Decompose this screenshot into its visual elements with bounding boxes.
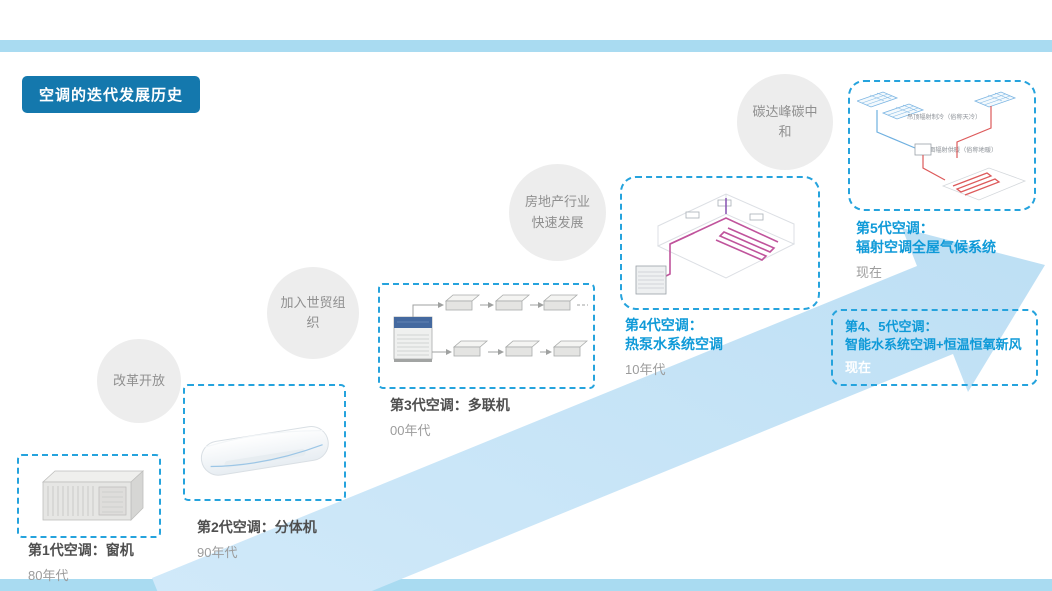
milestone-carbon-neutral: 碳达峰碳中和 (737, 74, 833, 170)
window-ac-image (41, 470, 145, 521)
radiant-ceiling-label: 吊顶辐射制冷（俗称天冷） (907, 113, 981, 121)
milestone-wto: 加入世贸组织 (267, 267, 359, 359)
multi-split-image (393, 294, 588, 362)
generation-name: 第2代空调：分体机 (197, 519, 317, 535)
milestone-real-estate: 房地产行业快速发展 (509, 164, 606, 261)
title-badge: 空调的迭代发展历史 (22, 76, 201, 113)
gen2-caption: 第2代空调：分体机 90年代 (197, 518, 317, 561)
radiant-floor-label: 地面辐射供暖（俗称地暖） (923, 146, 997, 154)
gen45-box: 第4、5代空调： 智能水系统空调+恒温恒氧新风 现在 (831, 309, 1038, 386)
milestone-reform-opening: 改革开放 (97, 339, 181, 423)
gen3-caption: 第3代空调：多联机 00年代 (390, 396, 510, 439)
generation-name: 第5代空调： (856, 220, 934, 236)
radiant-system-image: 吊顶辐射制冷（俗称天冷） 地面辐射供暖（俗称地暖） (857, 91, 1027, 201)
gen1-caption: 第1代空调：窗机 80年代 (28, 541, 134, 584)
gen1-box (17, 454, 161, 538)
gen4-caption: 第4代空调： 热泵水系统空调 10年代 (625, 316, 723, 378)
generation-era: 90年代 (197, 545, 238, 560)
generation-era: 现在 (856, 265, 883, 280)
generation-name2: 辐射空调全屋气候系统 (856, 239, 996, 255)
gen4-box (620, 176, 820, 310)
gen5-caption: 第5代空调： 辐射空调全屋气候系统 现在 (856, 219, 996, 281)
gen2-box (183, 384, 346, 501)
top-stripe (0, 40, 1052, 52)
gen5-box: 吊顶辐射制冷（俗称天冷） 地面辐射供暖（俗称地暖） (848, 80, 1036, 211)
generation-name2: 智能水系统空调+恒温恒氧新风 (845, 337, 1022, 352)
generation-era: 00年代 (390, 423, 431, 438)
generation-era: 80年代 (28, 568, 69, 583)
generation-name: 第4、5代空调： (845, 319, 938, 334)
generation-name: 第3代空调：多联机 (390, 397, 510, 413)
generation-name: 第4代空调： (625, 317, 703, 333)
split-ac-image (200, 426, 329, 476)
generation-name2: 热泵水系统空调 (625, 336, 723, 352)
generation-name: 第1代空调：窗机 (28, 542, 134, 558)
gen3-box (378, 283, 595, 389)
generation-era: 10年代 (625, 362, 666, 377)
heat-pump-system-image (635, 193, 796, 295)
generation-era: 现在 (845, 360, 872, 375)
